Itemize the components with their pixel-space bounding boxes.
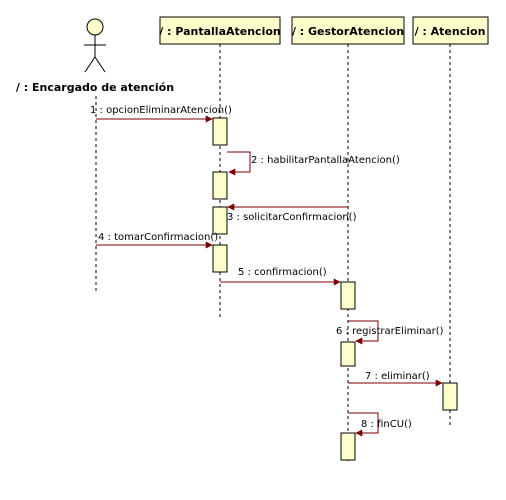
message-4-label: 4 : tomarConfirmacion() [98, 232, 218, 243]
lifeline-gestor-label: / : GestorAtencion [292, 25, 404, 38]
message-1[interactable]: 1 : opcionEliminarAtencion() [90, 105, 232, 123]
lifeline-pantalla-label: / : PantallaAtencion [159, 25, 280, 38]
actor-head [86, 18, 104, 36]
lifeline-gestor-header[interactable]: / : GestorAtencion [291, 16, 405, 45]
lifeline-atencion-header[interactable]: / : Atencion [412, 16, 489, 45]
activation-gestor-2 [340, 341, 356, 367]
activation-atencion-1 [442, 382, 458, 411]
message-2-arrow [227, 151, 251, 176]
activation-pantalla-1 [212, 117, 228, 146]
message-6-arrow [348, 320, 379, 345]
message-6-label: 6 : registrarEliminar() [336, 326, 444, 337]
actor-label: / : Encargado de atención [16, 81, 174, 94]
message-7-label: 7 : eliminar() [365, 371, 430, 382]
message-6[interactable]: 6 : registrarEliminar() [336, 320, 444, 345]
message-5[interactable]: 5 : confirmacion() [220, 267, 341, 286]
message-2-label: 2 : habilitarPantallaAtencion() [251, 155, 400, 166]
activation-gestor-3 [340, 432, 356, 461]
message-4[interactable]: 4 : tomarConfirmacion() [96, 232, 218, 249]
activation-pantalla-2 [212, 171, 228, 200]
activation-pantalla-4 [212, 244, 228, 273]
lifeline-pantalla-box [159, 16, 281, 45]
message-8-arrow [348, 412, 379, 437]
message-8[interactable]: 8 : finCU() [348, 412, 412, 437]
actor-right-leg [94, 56, 106, 73]
lifeline-pantalla-header[interactable]: / : PantallaAtencion [159, 16, 281, 45]
message-5-label: 5 : confirmacion() [238, 267, 327, 278]
lifeline-atencion-label: / : Atencion [415, 25, 486, 38]
activation-pantalla-3 [212, 206, 228, 235]
message-7[interactable]: 7 : eliminar() [348, 371, 443, 387]
actor-left-leg [84, 56, 96, 73]
message-8-label: 8 : finCU() [361, 419, 412, 430]
actor[interactable]: / : Encargado de atención [16, 18, 174, 94]
lifeline-atencion-box [412, 16, 489, 45]
message-2[interactable]: 2 : habilitarPantallaAtencion() [227, 151, 400, 176]
message-1-label: 1 : opcionEliminarAtencion() [90, 105, 232, 116]
message-3[interactable]: 3 : solicitarConfirmacion() [227, 203, 357, 223]
activation-gestor-1 [340, 281, 356, 310]
lifeline-gestor-box [291, 16, 405, 45]
message-3-label: 3 : solicitarConfirmacion() [227, 212, 357, 223]
